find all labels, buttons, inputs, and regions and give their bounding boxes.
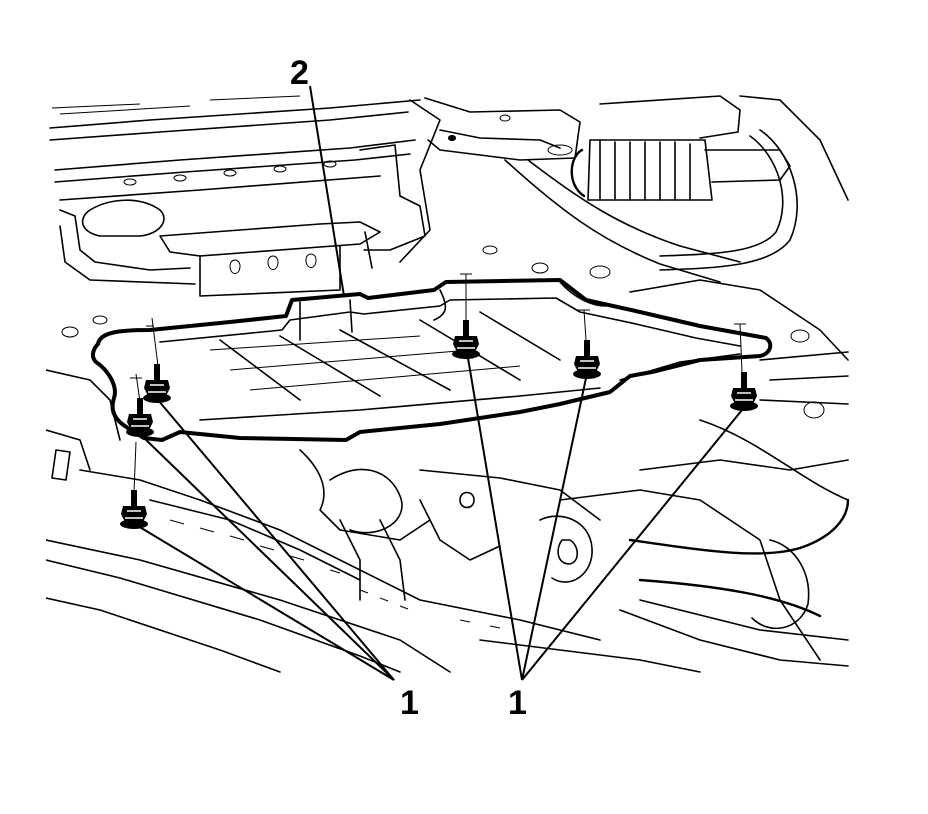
bolt-left-1 — [142, 363, 172, 404]
vehicle-underbody — [46, 95, 850, 673]
shield-bolts — [119, 273, 759, 530]
bolt-center — [451, 319, 481, 360]
underbody-shield — [90, 278, 773, 442]
callout-shield: 2 — [290, 54, 309, 92]
leader-lines — [137, 85, 743, 681]
bolt-left-3 — [119, 489, 149, 530]
bolt-right-2 — [729, 371, 759, 412]
callout-bolts-left: 1 — [400, 684, 419, 722]
bolt-right-1 — [572, 339, 602, 380]
bolt-left-2 — [125, 397, 155, 438]
callout-bolts-right: 1 — [508, 684, 527, 722]
